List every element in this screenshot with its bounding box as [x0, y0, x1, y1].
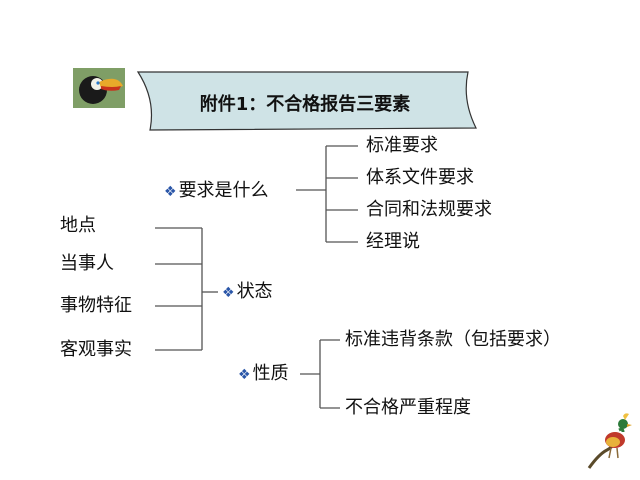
state-item: 当事人 [60, 253, 114, 274]
state-item: 客观事实 [60, 339, 132, 360]
pheasant-bird-image [585, 410, 633, 472]
requirement-label: ❖要求是什么 [164, 180, 269, 201]
bullet-icon: ❖ [164, 184, 177, 200]
requirement-item: 体系文件要求 [366, 167, 474, 188]
state-item: 地点 [60, 215, 96, 236]
bullet-icon: ❖ [238, 367, 251, 383]
requirement-item: 标准要求 [366, 135, 438, 156]
toucan-bird-image [73, 68, 125, 108]
requirement-item: 经理说 [366, 231, 420, 252]
banner-title: 附件1：不合格报告三要素 [199, 94, 411, 115]
state-item: 事物特征 [60, 295, 132, 316]
banner-shape [136, 71, 477, 131]
nature-item: 不合格严重程度 [345, 397, 471, 418]
bullet-icon: ❖ [222, 285, 235, 301]
state-label: ❖状态 [222, 281, 273, 302]
nature-label: ❖性质 [238, 363, 289, 384]
nature-item: 标准违背条款（包括要求） [345, 329, 561, 350]
requirement-item: 合同和法规要求 [366, 199, 492, 220]
